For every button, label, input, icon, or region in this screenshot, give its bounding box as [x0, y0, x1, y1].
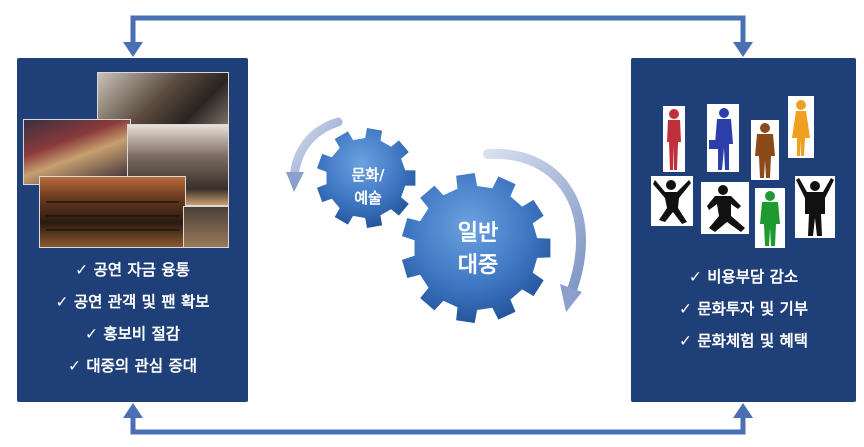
person-silhouette-icon — [795, 176, 835, 238]
large-gear-label-line2: 대중 — [458, 253, 498, 278]
left-benefit-item: ✓ 대중의 관심 증대 — [68, 357, 197, 375]
rotation-arrow-small — [289, 117, 343, 183]
silhouette-group — [651, 96, 835, 248]
arrow-down-icon — [733, 42, 753, 57]
gear-icon — [317, 128, 416, 228]
person-silhouette-icon — [751, 120, 779, 180]
arrow-head-icon — [560, 284, 582, 312]
right-benefit-list: ✓ 비용부담 감소 ✓ 문화투자 및 기부 ✓ 문화체험 및 혜택 — [631, 261, 856, 357]
right-panel: ✓ 비용부담 감소 ✓ 문화투자 및 기부 ✓ 문화체험 및 혜택 — [631, 58, 856, 402]
small-gear-body — [317, 128, 416, 228]
top-connector — [130, 15, 746, 52]
person-silhouette-icon — [651, 176, 693, 226]
gear-icon — [402, 173, 551, 323]
right-benefit-item: ✓ 문화체험 및 혜택 — [679, 332, 808, 350]
left-benefit-item: ✓ 홍보비 절감 — [84, 325, 181, 343]
performer-photo — [183, 206, 229, 248]
person-silhouette-icon — [707, 104, 739, 172]
left-benefit-item: ✓ 공연 자금 융통 — [75, 261, 190, 279]
photo-collage — [17, 58, 248, 250]
small-gear-label-line2: 예술 — [354, 189, 382, 207]
large-gear-body — [402, 173, 551, 323]
orchestra-photo — [39, 176, 186, 248]
arrow-down-icon — [123, 42, 143, 57]
arrow-up-icon — [123, 403, 143, 418]
arrow-up-icon — [733, 403, 753, 418]
dancers-photo — [23, 119, 131, 185]
left-benefit-item: ✓ 공연 관객 및 팬 확보 — [55, 293, 210, 311]
right-benefit-item: ✓ 문화투자 및 기부 — [679, 300, 808, 318]
right-benefit-item: ✓ 비용부담 감소 — [688, 268, 799, 286]
person-silhouette-icon — [755, 188, 785, 248]
bottom-connector — [130, 411, 746, 435]
person-silhouette-icon — [788, 96, 814, 158]
arrow-head-icon — [286, 172, 304, 192]
person-silhouette-icon — [701, 182, 749, 234]
left-panel: ✓ 공연 자금 융통 ✓ 공연 관객 및 팬 확보 ✓ 홍보비 절감 ✓ 대중의… — [17, 58, 248, 402]
small-gear-label-line1: 문화/ — [351, 166, 385, 184]
rotation-arrow-large — [483, 148, 586, 295]
left-benefit-list: ✓ 공연 자금 융통 ✓ 공연 관객 및 팬 확보 ✓ 홍보비 절감 ✓ 대중의… — [17, 254, 248, 382]
large-gear-label-line1: 일반 — [458, 221, 498, 246]
person-silhouette-icon — [663, 106, 685, 172]
